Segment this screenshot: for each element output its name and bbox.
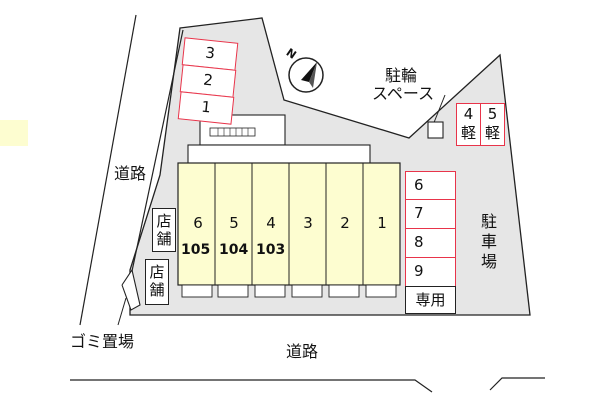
parking-space-7: 7: [405, 199, 456, 229]
parking-space-type: 軽: [484, 124, 500, 142]
shop-upper: 店 舗: [152, 208, 176, 252]
unit-3: 3: [303, 214, 313, 232]
parking-lot-label-1: 駐: [481, 212, 498, 231]
shop-label-line1: 店: [149, 263, 165, 281]
parking-lot-label-3: 場: [481, 252, 498, 271]
parking-space-kei-5: 5 軽: [480, 103, 505, 146]
parking-space-number: 1: [200, 97, 212, 117]
parking-space-number: 8: [414, 233, 424, 251]
bicycle-space: [427, 121, 444, 139]
compass-north-label: N: [284, 46, 299, 62]
shop-label-line1: 店: [156, 212, 172, 230]
parking-space-6: 6: [405, 171, 456, 200]
shop-lower: 店 舗: [145, 259, 169, 305]
garbage-label: ゴミ置場: [70, 332, 135, 351]
road-edge-bottom: [70, 379, 433, 393]
unit-1: 1: [377, 214, 387, 232]
garbage-area: [121, 268, 141, 311]
parking-space-number: 6: [414, 176, 424, 194]
compass: N: [284, 46, 324, 93]
parking-space-kei-4: 4 軽: [456, 103, 481, 146]
parking-space-number: 9: [414, 262, 424, 280]
unit-5: 5: [229, 214, 239, 232]
parking-space-number: 7: [414, 204, 424, 222]
bicycle-label-line2: スペース: [372, 84, 435, 103]
room-number-104: 104: [219, 242, 249, 258]
shop-label-line2: 舗: [149, 281, 165, 299]
dedicated-label: 専用: [415, 291, 446, 309]
stairs: [209, 127, 256, 137]
shop-label-line2: 舗: [156, 230, 172, 248]
compass-needle: [301, 62, 317, 82]
parking-dedicated: 専用: [405, 286, 456, 314]
parking-space-number: 3: [204, 43, 216, 63]
road-edge-left-outer: [79, 14, 137, 326]
unit-4: 4: [266, 214, 276, 232]
unit-6: 6: [193, 214, 203, 232]
parking-space-1: 1: [177, 91, 235, 125]
parking-lot-label-2: 車: [481, 232, 498, 251]
parking-space-type: 軽: [460, 124, 476, 142]
garbage-leader: [117, 297, 127, 326]
parking-space-9: 9: [405, 257, 456, 287]
bicycle-label-line1: 駐輪: [385, 66, 418, 85]
parking-space-number: 2: [202, 70, 214, 90]
corridor: [187, 144, 371, 166]
road-label-bottom: 道路: [286, 342, 319, 361]
offscreen-marker: [0, 120, 28, 146]
stair-steps: [217, 128, 249, 136]
bicycle-leader: [432, 94, 446, 126]
parking-space-number: 5: [487, 105, 498, 123]
room-number-105: 105: [181, 242, 211, 258]
balconies: [181, 284, 397, 298]
road-edge-bottom-right: [489, 377, 545, 391]
unit-2: 2: [340, 214, 350, 232]
compass-needle-tail: [309, 62, 317, 88]
road-edge-left-inner: [127, 29, 184, 291]
road-label-left: 道路: [114, 164, 147, 183]
parking-space-number: 4: [463, 105, 474, 123]
parking-space-8: 8: [405, 228, 456, 258]
room-number-103: 103: [256, 242, 286, 258]
unit-dividers: [214, 163, 364, 285]
